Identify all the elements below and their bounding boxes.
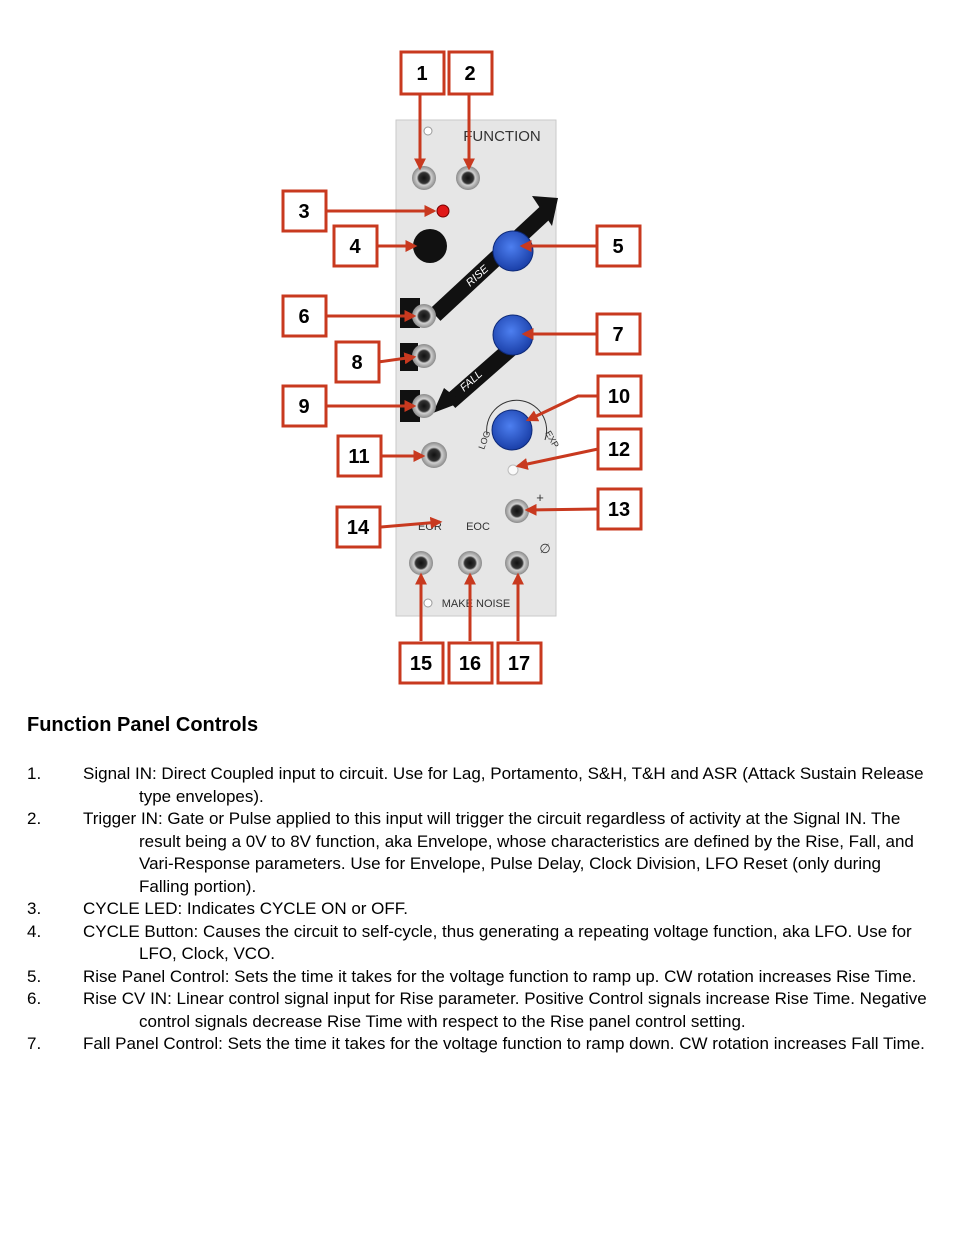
variable-out-jack[interactable] xyxy=(505,551,529,575)
svg-text:5: 5 xyxy=(612,236,623,258)
callout-10: 10 xyxy=(596,374,643,418)
list-item: 7.Fall Panel Control: Sets the time it t… xyxy=(27,1034,925,1053)
unity-out-jack[interactable] xyxy=(505,499,529,523)
module-panel xyxy=(395,119,557,617)
eoc-out-jack[interactable] xyxy=(458,551,482,575)
callout-arrows xyxy=(327,95,599,641)
callout-7: 7 xyxy=(595,312,642,356)
svg-text:8: 8 xyxy=(351,352,362,374)
both-cv-jack[interactable] xyxy=(412,344,436,368)
callout-9: 9 xyxy=(281,384,328,428)
list-item: 4.CYCLE Button: Causes the circuit to se… xyxy=(27,921,912,964)
page-title: Function Panel Controls xyxy=(27,714,259,736)
list-item: 2.Trigger IN: Gate or Pulse applied to t… xyxy=(27,809,914,896)
callout-4: 4 xyxy=(332,224,379,268)
eoc-label: EOC xyxy=(466,521,490,533)
callout-2: 2 xyxy=(447,50,494,96)
svg-text:6: 6 xyxy=(298,306,309,328)
trigger-in-jack[interactable] xyxy=(456,166,480,190)
svg-text:16: 16 xyxy=(459,653,481,675)
svg-text:17: 17 xyxy=(508,653,530,675)
svg-text:11: 11 xyxy=(348,446,369,468)
panel-title: FUNCTION xyxy=(463,128,541,145)
callout-13: 13 xyxy=(596,487,643,531)
eor-out-jack[interactable] xyxy=(409,551,433,575)
callout-5: 5 xyxy=(595,224,642,268)
rise-arrow xyxy=(429,204,554,321)
fall-arrow xyxy=(444,338,521,409)
eoc-led xyxy=(507,464,519,476)
vari-response-cv-jack[interactable] xyxy=(421,442,447,468)
svg-text:10: 10 xyxy=(608,386,630,408)
rise-knob[interactable] xyxy=(492,230,534,272)
plus-symbol: + xyxy=(536,490,544,505)
list-item: 5.Rise Panel Control: Sets the time it t… xyxy=(27,966,917,986)
list-item: 3.CYCLE LED: Indicates CYCLE ON or OFF. xyxy=(27,899,408,918)
callout-3: 3 xyxy=(281,189,328,233)
svg-text:15: 15 xyxy=(410,653,432,675)
svg-text:1: 1 xyxy=(416,63,427,85)
brand-label: MAKE NOISE xyxy=(442,598,510,610)
controls-list: 1.Signal IN: Direct Coupled input to cir… xyxy=(27,763,927,1056)
svg-text:2: 2 xyxy=(464,63,475,85)
function-module-figure: FUNCTION RISE FALL + ∅ EOR EOC MAKE NOIS… xyxy=(281,50,643,685)
callout-6: 6 xyxy=(281,294,328,338)
svg-text:3: 3 xyxy=(298,201,309,223)
cycle-button[interactable] xyxy=(413,229,447,263)
cycle-led xyxy=(436,204,450,218)
figure-svg: FUNCTION RISE FALL + ∅ EOR EOC MAKE NOIS… xyxy=(281,50,643,685)
svg-text:12: 12 xyxy=(608,439,630,461)
callout-1: 1 xyxy=(399,50,446,96)
fall-arrowhead-icon xyxy=(433,388,462,413)
callout-12: 12 xyxy=(596,427,643,471)
callout-14: 14 xyxy=(335,505,382,549)
callout-11: 11 xyxy=(336,434,383,478)
callout-15: 15 xyxy=(398,641,445,685)
rise-arrowhead-icon xyxy=(532,196,558,226)
rise-cv-jack[interactable] xyxy=(412,304,436,328)
fall-cv-jack[interactable] xyxy=(412,394,436,418)
signal-in-jack[interactable] xyxy=(412,166,436,190)
list-item: 1.Signal IN: Direct Coupled input to cir… xyxy=(27,764,924,806)
svg-text:4: 4 xyxy=(349,236,361,258)
callout-17: 17 xyxy=(496,641,543,685)
svg-text:7: 7 xyxy=(612,324,623,346)
null-symbol: ∅ xyxy=(539,541,550,556)
svg-text:9: 9 xyxy=(298,396,309,418)
svg-text:13: 13 xyxy=(608,499,630,521)
callout-8: 8 xyxy=(334,340,381,384)
svg-text:14: 14 xyxy=(347,517,370,539)
callout-16: 16 xyxy=(447,641,494,685)
list-item: 6. Rise CV IN: Linear control signal inp… xyxy=(27,989,927,1031)
vari-response-knob[interactable] xyxy=(491,409,533,451)
